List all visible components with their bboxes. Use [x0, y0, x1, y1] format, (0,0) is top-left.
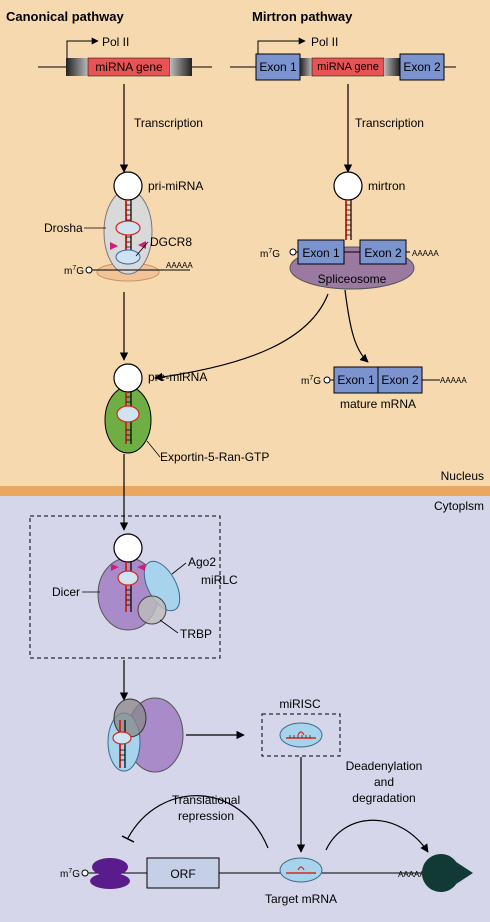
pre-mirna-label: pre-miRNA: [148, 370, 207, 384]
mirisc-box: [261, 713, 341, 757]
mirtron-gene: Exon 1 miRNA gene Exon 2 Pol II: [230, 35, 456, 81]
mirtron-to-mature-mrna-arrow: [344, 289, 369, 363]
mirisc-label: miRISC: [279, 697, 321, 711]
mirtron-polya-label: AAAAA: [412, 249, 439, 258]
drosha-label: Drosha: [44, 221, 83, 235]
mature-mrna-label: mature mRNA: [340, 397, 416, 411]
deadenylation-arc: [325, 819, 429, 853]
mature-exon1-label: Exon 1: [337, 373, 375, 387]
ribosome-small: [92, 858, 128, 876]
cytoplasm-region: [0, 496, 490, 922]
translational-repression-arc: [127, 795, 269, 849]
exon1-label: Exon 1: [259, 60, 297, 74]
deadenylation-label-3: degradation: [352, 791, 415, 805]
exportin-label: Exportin-5-Ran-GTP: [160, 450, 269, 464]
target-polya-label: AAAAA: [398, 870, 425, 879]
target-mrna-label: Target mRNA: [265, 892, 337, 906]
cleavage-arrowhead-left: [110, 242, 118, 250]
trbp-label: TRBP: [180, 627, 212, 641]
pre-mirna-loop: [113, 363, 143, 393]
mirtron-pol-ii-label: Pol II: [311, 35, 338, 49]
dicer-label: Dicer: [52, 585, 80, 599]
canonical-transcription-label: Transcription: [134, 116, 203, 130]
orf-label: ORF: [170, 867, 195, 881]
mirtron-cap-label: m7G: [260, 248, 280, 260]
mirtron-loop: [333, 171, 363, 201]
nucleus-label: Nucleus: [441, 469, 484, 483]
translational-label-1: Translational: [172, 793, 240, 807]
ago2-label: Ago2: [188, 555, 216, 569]
target-mrna: m7G ORF AAAAA Target mRNA: [60, 854, 473, 906]
mirtron-to-pre-mirna-arrow: [154, 293, 329, 382]
mirlc-loop: [113, 533, 143, 563]
exon2-label: Exon 2: [403, 60, 441, 74]
canonical-pathway-header: Canonical pathway: [6, 9, 125, 24]
ago2-shape: [143, 560, 181, 612]
mirtron-transcription-label: Transcription: [355, 116, 424, 130]
mirtron-label: mirtron: [368, 179, 405, 193]
splice-exon1-label: Exon 1: [302, 246, 340, 260]
mature-mrna: Exon 1 Exon 2 m7G AAAAA mature mRNA: [301, 366, 467, 411]
loading-complex: [107, 697, 184, 773]
pri-mirna-complex: m7G AAAAA: [64, 171, 193, 282]
target-cap-label: m7G: [60, 868, 80, 880]
ribosome-large: [90, 873, 130, 889]
pri-cap-label: m7G: [64, 265, 84, 277]
orf-box: [146, 857, 220, 889]
pol-ii-label: Pol II: [102, 35, 129, 49]
transcription-start-arrow: [66, 37, 99, 58]
nuclear-membrane: [0, 486, 490, 496]
deadenylation-label-2: and: [374, 775, 394, 789]
canonical-gene: miRNA gene Pol II: [38, 35, 212, 77]
mirisc-complex: [279, 722, 323, 748]
mirtron-transcription-start-arrow: [257, 37, 306, 54]
translational-label-2: repression: [178, 809, 234, 823]
pri-polya-label: AAAAA: [166, 261, 193, 270]
cytoplasm-label: Cytoplsm: [434, 499, 484, 513]
mirna-gene-label: miRNA gene: [95, 60, 163, 74]
mature-exon2-label: Exon 2: [381, 373, 419, 387]
spliceosome-label: Spliceosome: [318, 272, 387, 286]
pri-mirna-label: pri-miRNA: [148, 179, 203, 193]
mirlc-complex: [97, 533, 181, 631]
pri-mirna-loop: [113, 171, 143, 201]
mirtron-complex: Exon 1 Exon 2 m7G AAAAA Spliceosome: [260, 171, 439, 290]
exonuclease-pacman: [421, 854, 473, 892]
mirlc-label: miRLC: [201, 573, 238, 587]
deadenylation-label-1: Deadenylation: [346, 759, 423, 773]
mirlc-box: [29, 515, 221, 659]
nucleus-region: [0, 0, 490, 486]
mature-cap-label: m7G: [301, 375, 321, 387]
inhibition-bar: [121, 835, 135, 843]
trbp-shape: [137, 595, 167, 625]
splice-exon2-label: Exon 2: [364, 246, 402, 260]
mirtron-mirna-gene-label: miRNA gene: [317, 61, 379, 73]
mirtron-pathway-header: Mirtron pathway: [252, 9, 353, 24]
pre-mirna-complex: [104, 363, 152, 454]
mature-polya-label: AAAAA: [440, 376, 467, 385]
dgcr8-label: DGCR8: [150, 235, 192, 249]
